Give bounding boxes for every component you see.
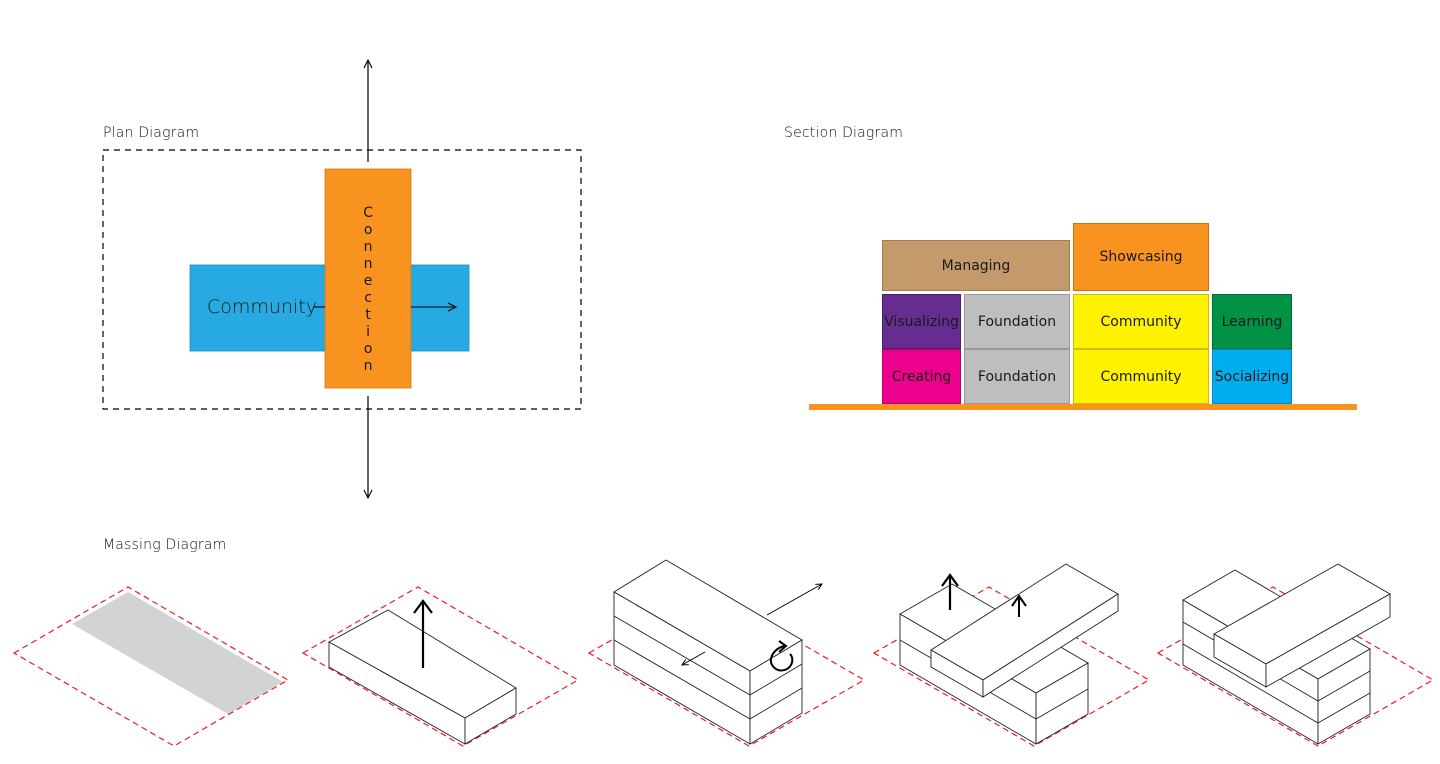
section-block-socializing: Socializing bbox=[1212, 349, 1292, 404]
plan-site-boundary bbox=[102, 149, 582, 410]
section-block-foundation-upper: Foundation bbox=[964, 294, 1070, 349]
section-block-showcasing: Showcasing bbox=[1073, 223, 1209, 291]
section-block-foundation-lower: Foundation bbox=[964, 349, 1070, 404]
section-block-managing: Managing bbox=[882, 240, 1070, 291]
plan-connection-label: Connection bbox=[360, 205, 377, 375]
plan-community-label: Community bbox=[207, 296, 317, 318]
section-block-visualizing: Visualizing bbox=[882, 294, 961, 349]
section-diagram-title: Section Diagram bbox=[784, 125, 904, 141]
section-block-learning: Learning bbox=[1212, 294, 1292, 349]
section-ground-line bbox=[809, 404, 1357, 410]
plan-diagram-title: Plan Diagram bbox=[103, 125, 200, 141]
plan-connection-bar bbox=[324, 168, 412, 389]
section-block-community-upper: Community bbox=[1073, 294, 1209, 349]
section-block-creating: Creating bbox=[882, 349, 961, 404]
section-block-community-lower: Community bbox=[1073, 349, 1209, 404]
massing-diagram-title: Massing Diagram bbox=[103, 537, 227, 553]
